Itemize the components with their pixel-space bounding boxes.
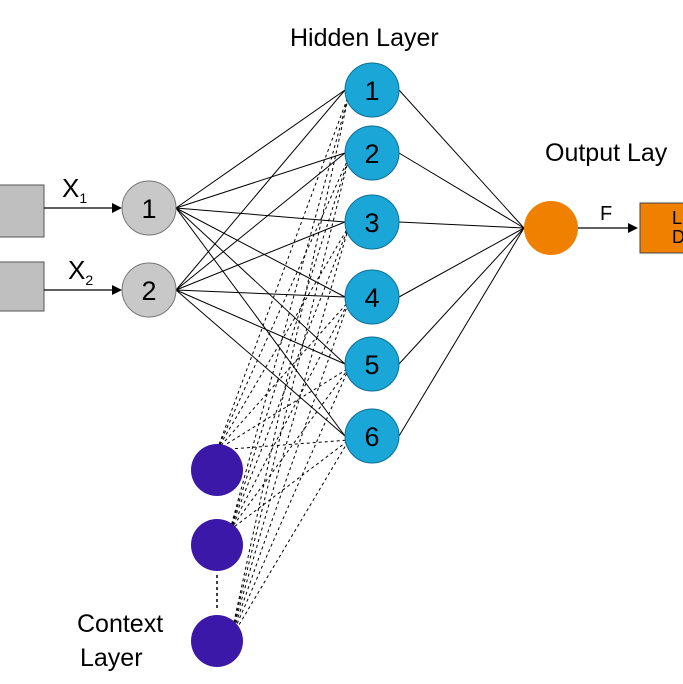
edge-context1-hidden6 [216, 439, 350, 451]
edge-hidden2-output [398, 152, 525, 229]
edge-hidden3-output [398, 221, 525, 229]
edge-input1-hidden6 [175, 207, 346, 437]
f-label: F [600, 203, 612, 225]
hidden-node-4: 4 [344, 269, 400, 325]
edge-input2-hidden2 [175, 152, 346, 291]
edge-hidden5-output [398, 227, 525, 365]
output-node [524, 201, 578, 255]
edge-input1-hidden4 [175, 207, 346, 298]
edge-input1-hidden1 [175, 89, 346, 209]
edge-input1-hidden3 [175, 207, 346, 223]
edge-context2-hidden1 [229, 93, 350, 531]
input-to-hidden-connections [175, 89, 346, 437]
context-layer-title-line2: Layer [80, 644, 143, 672]
context-node-3 [191, 615, 243, 667]
hidden-node-5: 5 [344, 336, 400, 392]
edge-context3-hidden2 [229, 156, 350, 641]
context-layer-title-line1: Context [77, 610, 163, 638]
hidden-to-output-connections [398, 89, 525, 437]
input-box-2 [0, 261, 45, 312]
output-box-label-line1: L [672, 208, 682, 228]
output-box-label-line2: D [672, 227, 683, 247]
hidden-layer-title: Hidden Layer [290, 24, 439, 52]
edge-input2-hidden4 [175, 289, 346, 298]
hidden-node-3-label: 3 [364, 208, 379, 238]
input-node-2: 2 [121, 262, 177, 318]
context-node-1 [191, 444, 243, 496]
edge-context1-hidden5 [216, 367, 350, 451]
output-arrowhead [628, 223, 638, 233]
edge-hidden1-output [398, 89, 525, 229]
hidden-node-3: 3 [344, 194, 400, 250]
edge-context1-hidden1 [216, 93, 350, 451]
edge-hidden4-output [398, 227, 525, 298]
input-arrowhead-2 [112, 285, 122, 295]
output-box [639, 202, 683, 254]
input-box-1 [0, 184, 45, 238]
edge-context2-hidden6 [229, 439, 350, 531]
edge-input2-hidden3 [175, 221, 346, 291]
edge-context3-hidden6 [229, 439, 350, 641]
edge-context3-hidden3 [229, 225, 350, 641]
edge-context2-hidden2 [229, 156, 350, 531]
context-node-2 [191, 519, 243, 571]
edge-input2-hidden6 [175, 289, 346, 437]
hidden-node-1: 1 [344, 62, 400, 118]
context-to-hidden-connections [216, 93, 350, 641]
hidden-node-1-label: 1 [364, 76, 379, 106]
edge-context2-hidden5 [229, 367, 350, 531]
edge-context3-hidden5 [229, 367, 350, 641]
input-node-1: 1 [121, 180, 177, 236]
edge-context1-hidden2 [216, 156, 350, 451]
hidden-node-2: 2 [344, 125, 400, 181]
edge-hidden6-output [398, 227, 525, 437]
input-label-x2: X2 [68, 255, 93, 288]
input-arrowhead-1 [112, 203, 122, 213]
edge-context3-hidden1 [229, 93, 350, 641]
input-node-1-label: 1 [141, 194, 156, 224]
hidden-node-6: 6 [344, 408, 400, 464]
edge-context2-hidden3 [229, 225, 350, 531]
input-node-2-label: 2 [141, 276, 156, 306]
edge-input2-hidden5 [175, 289, 346, 365]
edge-input1-hidden2 [175, 152, 346, 209]
output-layer-title: Output Lay [545, 139, 668, 167]
hidden-node-5-label: 5 [364, 350, 379, 380]
edge-context1-hidden3 [216, 225, 350, 451]
hidden-node-6-label: 6 [364, 422, 379, 452]
input-label-x1: X1 [62, 173, 87, 206]
hidden-node-4-label: 4 [364, 283, 379, 313]
edge-input1-hidden5 [175, 207, 346, 365]
hidden-node-2-label: 2 [364, 139, 379, 169]
edge-context2-hidden4 [229, 300, 350, 531]
edge-input2-hidden1 [175, 89, 346, 291]
